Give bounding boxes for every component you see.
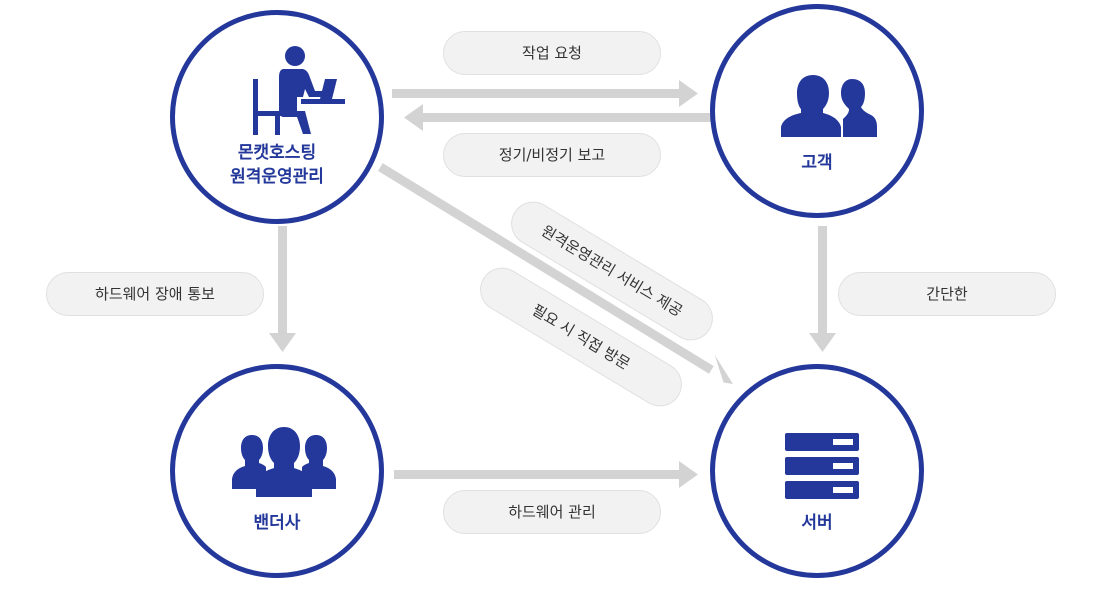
group-users-icon <box>232 427 336 497</box>
desk-worker-icon <box>253 46 345 135</box>
arrow-simple <box>818 226 827 336</box>
provider-label-line1: 몬캣호스팅 <box>237 143 317 163</box>
edge-label-hw-fault: 하드웨어 장애 통보 <box>46 272 264 316</box>
arrow-remote-service <box>378 163 714 374</box>
arrow-hw-fault-head <box>269 333 296 352</box>
node-vendor: 밴더사 <box>170 364 384 578</box>
vendor-label: 밴더사 <box>253 513 301 533</box>
customer-label: 고객 <box>801 153 833 173</box>
node-provider: 몬캣호스팅 원격운영관리 <box>170 10 384 224</box>
server-icon <box>785 433 859 499</box>
arrow-work-request <box>392 89 682 98</box>
arrow-hw-manage-head <box>679 461 698 488</box>
server-label: 서버 <box>801 513 833 533</box>
customers-icon <box>781 75 877 137</box>
arrow-remote-service-head <box>714 355 733 384</box>
edge-label-hw-manage: 하드웨어 관리 <box>443 490 661 534</box>
arrow-work-request-head <box>679 80 698 107</box>
arrow-regular-report-head <box>404 104 423 131</box>
node-customer: 고객 <box>710 4 924 218</box>
arrow-hw-manage <box>394 470 682 479</box>
edge-label-regular-report: 정기/비정기 보고 <box>443 133 661 177</box>
edge-label-simple: 간단한 <box>838 272 1056 316</box>
arrow-regular-report <box>420 113 713 122</box>
arrow-hw-fault <box>278 226 287 336</box>
provider-label-line2: 원격운영관리 <box>230 167 324 187</box>
edge-label-work-request: 작업 요청 <box>443 31 661 75</box>
arrow-simple-head <box>809 333 836 352</box>
node-server: 서버 <box>710 364 924 578</box>
